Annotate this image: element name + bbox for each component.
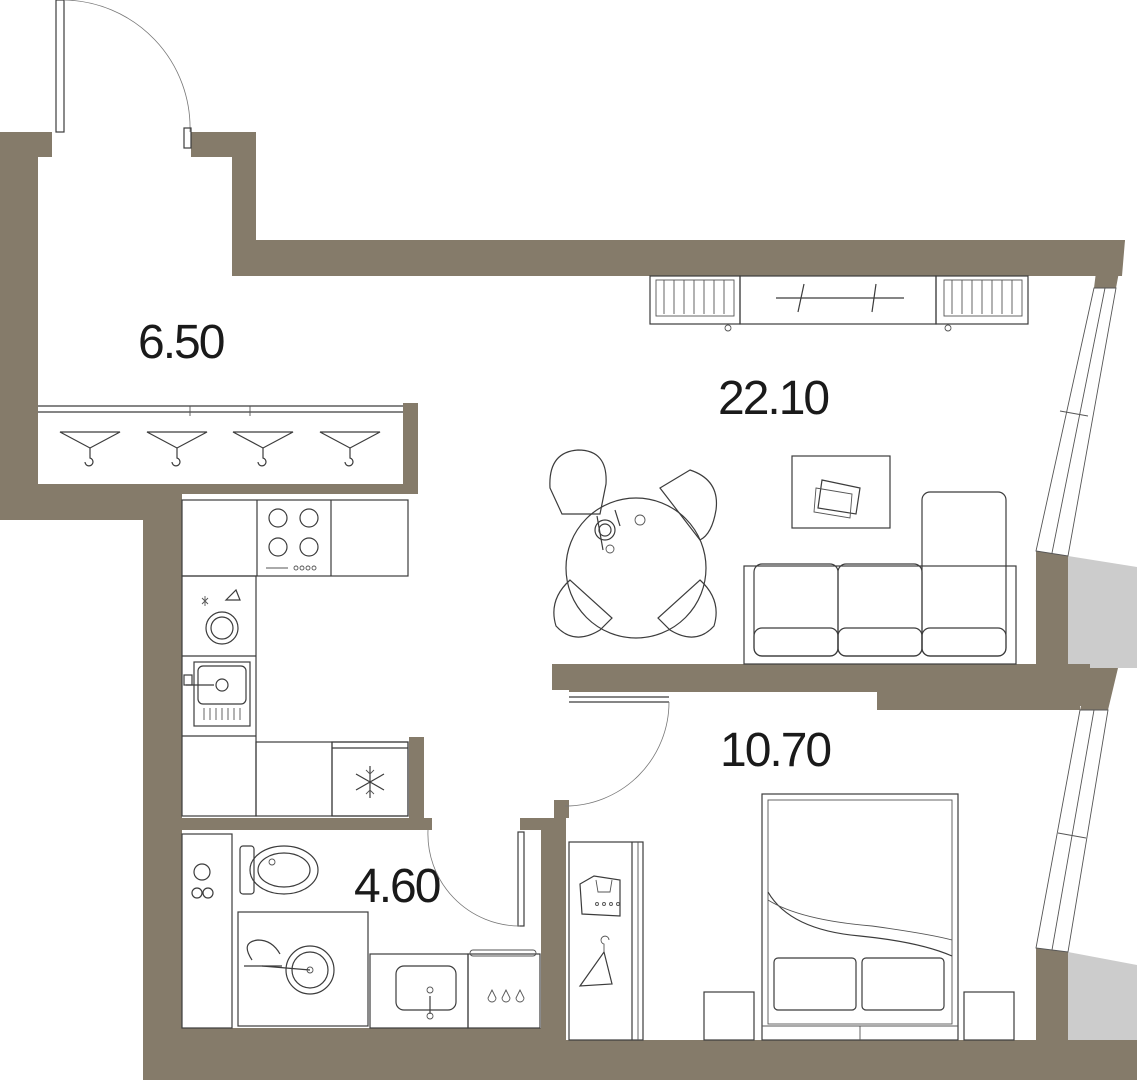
interior-walls xyxy=(38,403,1090,1040)
window-icon xyxy=(1035,287,1117,557)
radiator-icon xyxy=(935,275,1029,332)
washing-machine-icon xyxy=(467,949,541,1029)
wardrobe-icon xyxy=(38,405,403,416)
washbasin-icon xyxy=(369,953,469,1029)
shower-icon xyxy=(237,911,369,1027)
chair-icon xyxy=(549,449,607,515)
chair-icon xyxy=(553,579,613,638)
bed-icon xyxy=(761,793,959,1041)
hall-area-label: 6.50 xyxy=(138,316,224,369)
hanger-icon xyxy=(59,431,121,467)
stove-icon xyxy=(266,508,319,571)
chair-icon xyxy=(657,579,717,638)
hanger-icon xyxy=(319,431,381,467)
nightstand-icon xyxy=(963,991,1015,1041)
toilet-icon xyxy=(239,845,319,895)
dining-table-icon xyxy=(565,497,707,639)
door-icon xyxy=(564,696,670,807)
bedroom-area-label: 10.70 xyxy=(720,724,830,777)
bathroom-area-label: 4.60 xyxy=(354,860,440,913)
kitchen-counter xyxy=(181,499,409,817)
door-icon xyxy=(55,0,192,149)
dishwasher-icon xyxy=(201,588,241,645)
door-icon xyxy=(427,829,525,927)
wardrobe-icon xyxy=(568,841,644,1041)
hanger-icon xyxy=(146,431,208,467)
tv-stand-icon xyxy=(739,275,937,325)
living-room-area-label: 22.10 xyxy=(718,372,828,425)
sink-icon xyxy=(183,661,251,727)
nightstand-icon xyxy=(703,991,755,1041)
coffee-table-icon xyxy=(791,455,891,529)
washing-machine-icon xyxy=(181,833,233,1029)
window-icon xyxy=(1035,709,1109,953)
chair-icon xyxy=(659,469,718,541)
sofa-icon xyxy=(743,491,1017,665)
balcony-shading xyxy=(1068,556,1137,1080)
radiator-icon xyxy=(649,275,741,332)
fridge-icon xyxy=(331,741,409,817)
hanger-icon xyxy=(232,431,294,467)
